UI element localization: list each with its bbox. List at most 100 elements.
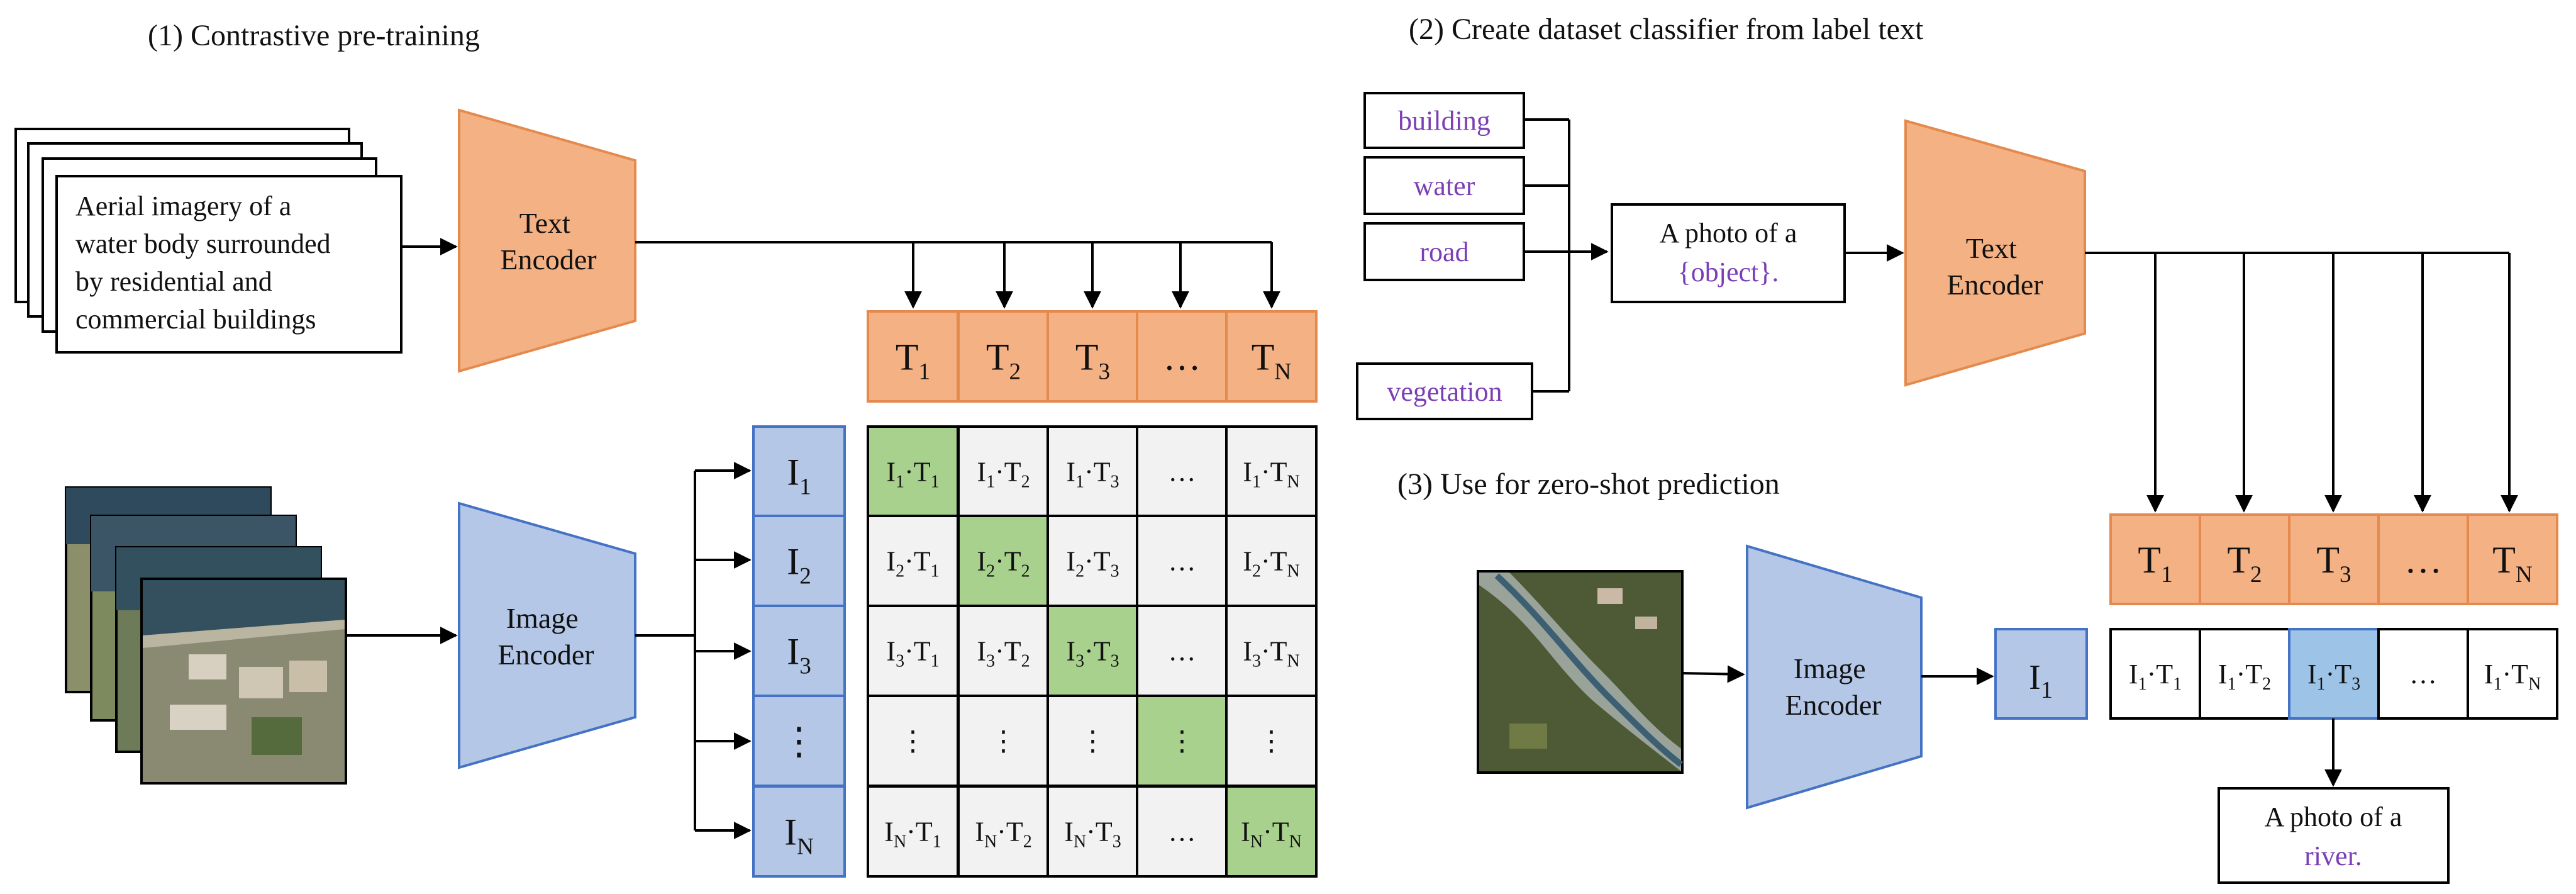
matrix-cell-1-5: I1·TN: [1225, 425, 1318, 518]
matrix-cell-3-5: I3·TN: [1225, 605, 1318, 697]
image-token-5-label: IN: [784, 812, 814, 860]
matrix-cell-2-2: I2·T2: [957, 515, 1050, 607]
matrix-cell-1-1-text: I1·T1: [886, 457, 939, 492]
zero-shot-score-text: I1·T2: [2218, 659, 2271, 694]
text-token-1-label: T1: [896, 337, 930, 385]
aerial-image-front: [140, 578, 347, 785]
matrix-cell-4-5: ⋮: [1225, 695, 1318, 787]
matrix-cell-2-4-text: …: [1169, 546, 1196, 577]
text-fanout-1: [635, 241, 1280, 309]
text-token-2: T2: [957, 310, 1050, 403]
matrix-cell-1-4-text: …: [1169, 457, 1196, 488]
text-encoder-1: [458, 108, 636, 373]
matrix-cell-1-2: I1·T2: [957, 425, 1050, 518]
image-token-1: I1: [752, 425, 846, 518]
matrix-cell-5-5-text: IN·TN: [1241, 817, 1302, 852]
zero-shot-score-text: I1·T3: [2307, 659, 2360, 694]
image-token-5: IN: [752, 785, 846, 878]
matrix-cell-5-2-text: IN·T2: [975, 817, 1031, 852]
label-text: road: [1419, 237, 1468, 267]
text-fanout-2: [2085, 252, 2518, 513]
matrix-cell-4-1: ⋮: [867, 695, 959, 787]
matrix-cell-2-1: I2·T1: [867, 515, 959, 607]
image-token-2: I2: [752, 515, 846, 607]
panel2-title: (2) Create dataset classifier from label…: [1409, 13, 1924, 46]
matrix-cell-5-4-text: …: [1169, 817, 1196, 847]
matrix-cell-3-3: I3·T3: [1046, 605, 1139, 697]
text-encoder-2-label: Text Encoder: [1946, 232, 2043, 301]
query-to-encoder-arrow: [1682, 665, 1745, 683]
result-line-2: river.: [2304, 841, 2362, 871]
matrix-cell-4-1-text: ⋮: [899, 726, 927, 757]
label-bracket: [1525, 118, 1609, 393]
label-text: water: [1414, 170, 1475, 201]
matrix-cell-5-3-text: IN·T3: [1064, 817, 1121, 852]
p2-text-token-1: T1: [2109, 513, 2201, 605]
panel3-title: (3) Use for zero-shot prediction: [1397, 467, 1780, 501]
matrix-cell-2-4: …: [1136, 515, 1228, 607]
image-token-1-label: I1: [787, 452, 811, 500]
zero-shot-score-1: I1·T1: [2109, 628, 2201, 720]
label-list: building water road vegetation: [1356, 92, 1533, 420]
matrix-cell-5-2: IN·T2: [957, 785, 1050, 878]
image-encoder-1-label: Image Encoder: [497, 602, 594, 671]
query-aerial-image: [1477, 570, 1684, 774]
image-encoder-2-label: Image Encoder: [1785, 652, 1881, 721]
image-encoder-2: [1746, 544, 1923, 810]
p2-text-token-3: T3: [2288, 513, 2380, 605]
image-token-i1: [1994, 628, 2088, 720]
label-text: building: [1398, 106, 1491, 137]
matrix-cell-1-5-text: I1·TN: [1243, 457, 1299, 492]
p2-text-token-4-label: …: [2404, 539, 2442, 581]
image-token-3-label: I3: [787, 631, 811, 679]
matrix-cell-1-3: I1·T3: [1046, 425, 1139, 518]
image-fanout-1: [635, 462, 752, 839]
matrix-cell-4-3-text: ⋮: [1079, 726, 1107, 757]
zero-shot-score-text: I1·TN: [2484, 659, 2541, 694]
image-token-4: ⋮: [752, 695, 846, 787]
matrix-cell-3-4-text: …: [1169, 636, 1196, 667]
matrix-cell-3-3-text: I3·T3: [1066, 636, 1119, 671]
text-encoder-2: [1904, 119, 2086, 387]
matrix-cell-4-3: ⋮: [1046, 695, 1139, 787]
matrix-cell-3-2-text: I3·T2: [977, 636, 1030, 671]
matrix-cell-2-3: I2·T3: [1046, 515, 1139, 607]
matrix-cell-3-1-text: I3·T1: [886, 636, 939, 671]
matrix-cell-1-4: …: [1136, 425, 1228, 518]
label-box-road: road: [1363, 222, 1525, 281]
text-token-4-label: …: [1163, 337, 1201, 378]
text-token-3: T3: [1046, 310, 1139, 403]
zero-shot-score-2: I1·T2: [2199, 628, 2290, 720]
p2-text-token-5: TN: [2467, 513, 2558, 605]
matrix-cell-5-1-text: IN·T1: [884, 817, 941, 852]
matrix-cell-5-1: IN·T1: [867, 785, 959, 878]
p2-text-token-3-label: T3: [2316, 539, 2351, 588]
matrix-cell-1-3-text: I1·T3: [1066, 457, 1119, 492]
image-token-4-label: ⋮: [780, 721, 818, 763]
matrix-cell-4-2: ⋮: [957, 695, 1050, 787]
text-token-row-2: T1 T2 T3 … TN: [2109, 513, 2558, 605]
result-box: [2218, 787, 2450, 884]
matrix-cell-1-2-text: I1·T2: [977, 457, 1030, 492]
image-encoder-1: [458, 501, 636, 769]
matrix-cell-1-1: I1·T1: [867, 425, 959, 518]
matrix-cell-4-4-text: ⋮: [1169, 726, 1196, 757]
zero-shot-score-text: I1·T1: [2129, 659, 2182, 694]
label-box-building: building: [1363, 92, 1525, 149]
matrix-cell-4-4: ⋮: [1136, 695, 1228, 787]
matrix-cell-2-1-text: I2·T1: [886, 546, 939, 581]
matrix-cell-2-2-text: I2·T2: [977, 546, 1030, 581]
label-text: vegetation: [1387, 376, 1502, 407]
p2-text-token-1-label: T1: [2138, 539, 2172, 588]
matrix-cell-3-1: I3·T1: [867, 605, 959, 697]
text-token-4: …: [1136, 310, 1228, 403]
caption-stack: [14, 128, 402, 354]
matrix-cell-5-3: IN·T3: [1046, 785, 1139, 878]
matrix-cell-5-5: IN·TN: [1225, 785, 1318, 878]
text-token-3-label: T3: [1075, 337, 1110, 385]
p2-text-token-2: T2: [2199, 513, 2290, 605]
